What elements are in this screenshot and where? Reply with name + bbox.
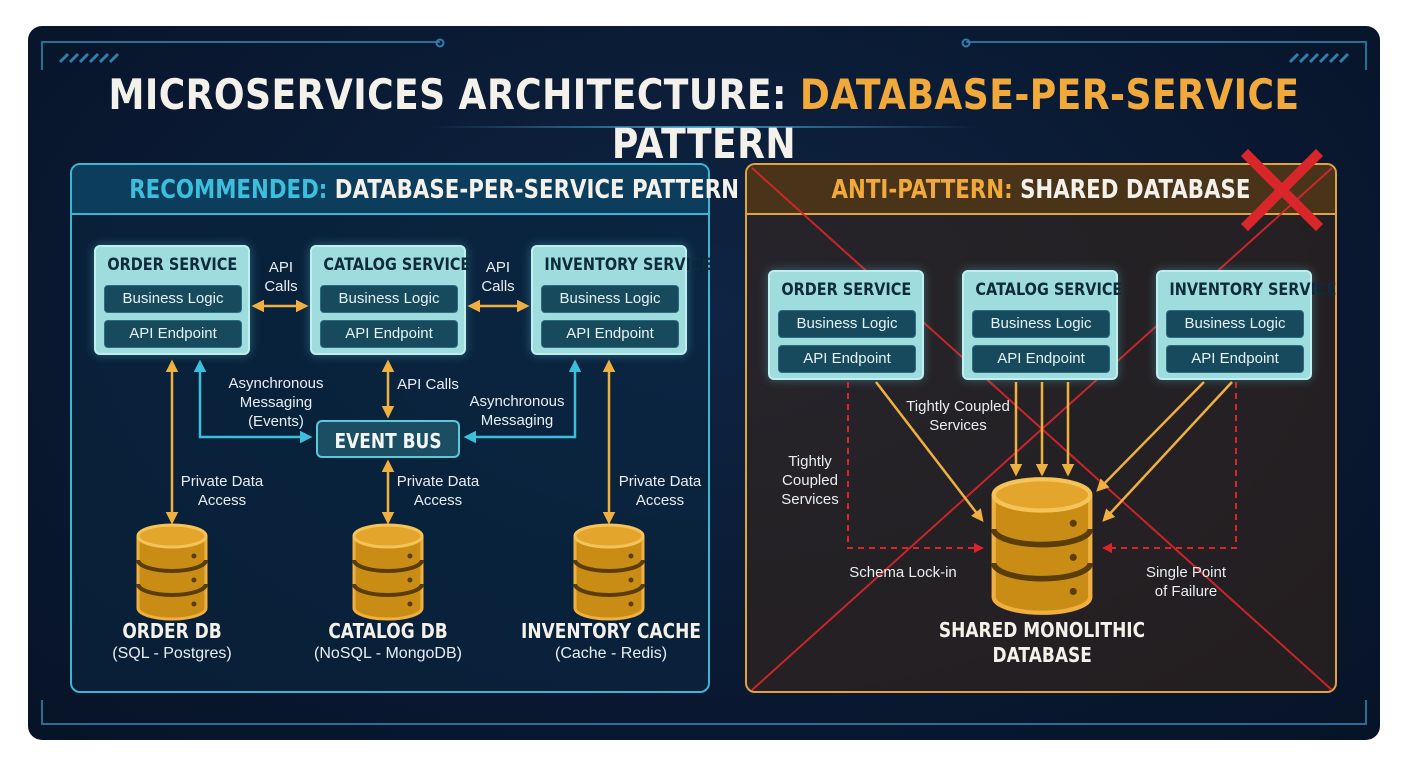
business-logic-pill: Business Logic	[320, 285, 458, 313]
recommended-panel-title: RECOMMENDED: DATABASE-PER-SERVICE PATTER…	[129, 172, 739, 208]
anti-pattern-tag: ANTI-PATTERN:	[831, 175, 1013, 205]
inventory-cache-cylinder-database-icon	[573, 523, 645, 621]
api-endpoint-pill: API Endpoint	[778, 345, 916, 373]
business-logic-pill: Business Logic	[972, 310, 1110, 338]
left-catalog-service: CATALOG SERVICE Business Logic API Endpo…	[310, 245, 471, 355]
catalog-db-name: CATALOG DB	[328, 619, 448, 643]
service-name: INVENTORY SERVICE	[544, 255, 712, 275]
recommended-panel-header	[72, 165, 708, 215]
api-endpoint-pill: API Endpoint	[972, 345, 1110, 373]
order-db-type: (SQL - Postgres)	[112, 645, 232, 662]
service-name: ORDER SERVICE	[781, 280, 912, 300]
shared-database-cylinder-database-icon	[994, 479, 1091, 612]
inventory-cache-type: (Cache - Redis)	[554, 645, 668, 662]
service-name: INVENTORY SERVICE	[1169, 280, 1337, 300]
right-catalog-service: CATALOG SERVICE Business Logic API Endpo…	[962, 270, 1123, 380]
catalog-db-type: (NoSQL - MongoDB)	[314, 645, 462, 662]
business-logic-pill: Business Logic	[104, 285, 242, 313]
api-endpoint-pill: API Endpoint	[104, 320, 242, 348]
business-logic-pill: Business Logic	[541, 285, 679, 313]
event-bus: EVENT BUS	[316, 420, 460, 458]
catalog-db-cylinder-database-icon	[352, 523, 424, 621]
recommended-tag: RECOMMENDED:	[129, 175, 328, 205]
anti-pattern-heading: SHARED DATABASE	[1012, 175, 1251, 205]
title-text: MICROSERVICES ARCHITECTURE:	[108, 70, 800, 119]
business-logic-pill: Business Logic	[778, 310, 916, 338]
left-order-service: ORDER SERVICE Business Logic API Endpoin…	[94, 245, 250, 355]
api-calls-label-center: API Calls	[397, 376, 459, 393]
order-db-name: ORDER DB	[122, 619, 222, 643]
title-underline	[430, 126, 978, 128]
service-name: CATALOG SERVICE	[975, 280, 1123, 300]
event-bus-label: EVENT BUS	[334, 429, 442, 453]
business-logic-pill: Business Logic	[1166, 310, 1304, 338]
async-messaging-arrows	[193, 359, 582, 444]
service-name: CATALOG SERVICE	[323, 255, 471, 275]
schema-lockin-label: Schema Lock-in	[849, 564, 957, 581]
right-order-service: ORDER SERVICE Business Logic API Endpoin…	[768, 270, 924, 380]
api-endpoint-pill: API Endpoint	[320, 320, 458, 348]
service-name: ORDER SERVICE	[107, 255, 238, 275]
anti-pattern-panel-header	[747, 165, 1335, 215]
right-inventory-service: INVENTORY SERVICE Business Logic API End…	[1156, 270, 1337, 380]
api-endpoint-pill: API Endpoint	[1166, 345, 1304, 373]
api-call-arrows	[165, 299, 616, 525]
inventory-cache-name: INVENTORY CACHE	[521, 619, 701, 643]
left-inventory-service: INVENTORY SERVICE Business Logic API End…	[531, 245, 712, 355]
failure-dashed-arrows	[847, 382, 1237, 553]
order-db-cylinder-database-icon	[136, 523, 208, 621]
coupling-arrows	[875, 381, 1233, 522]
api-endpoint-pill: API Endpoint	[541, 320, 679, 348]
recommended-heading: DATABASE-PER-SERVICE PATTERN	[327, 175, 739, 205]
title-accent-text: DATABASE-PER-SERVICE	[799, 70, 1300, 119]
red-x-cross-icon	[1240, 148, 1324, 232]
anti-pattern-panel-title: ANTI-PATTERN: SHARED DATABASE	[800, 172, 1282, 208]
